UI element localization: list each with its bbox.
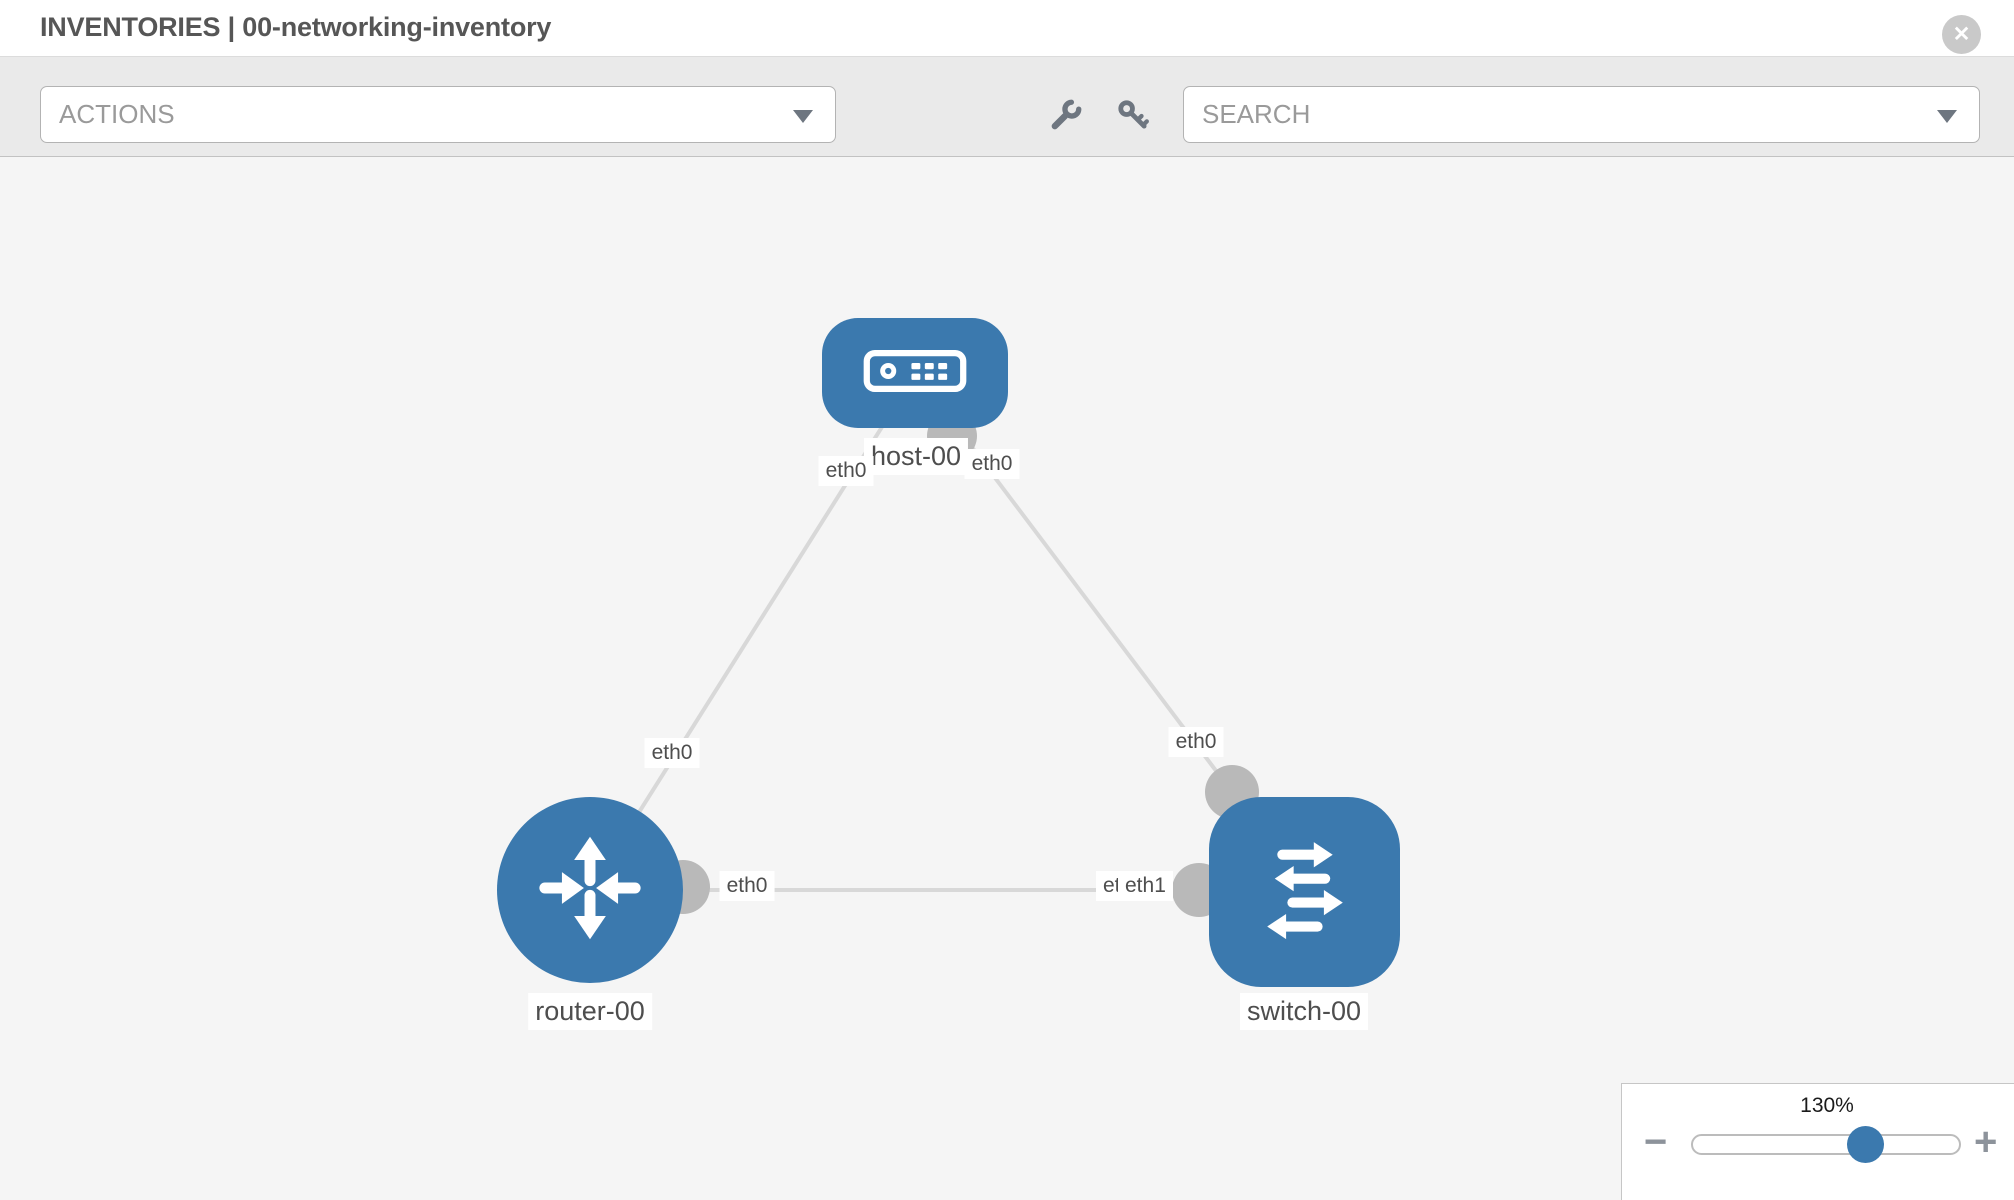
port-label-router-eth0-top: eth0 (644, 738, 700, 768)
toolbar: ACTIONS (0, 57, 2014, 157)
key-icon (1116, 100, 1150, 135)
actions-dropdown[interactable]: ACTIONS (40, 86, 836, 143)
chevron-down-icon (1937, 110, 1957, 123)
chevron-down-icon (793, 110, 813, 123)
configure-tools-button[interactable] (1049, 98, 1083, 132)
node-label-router: router-00 (528, 993, 652, 1030)
wrench-icon (1049, 99, 1083, 135)
port-label-host-eth0-left: eth0 (818, 456, 874, 486)
topology-canvas[interactable]: host-00 router-00 switch-00 eth0 eth0 et… (0, 157, 2014, 1200)
zoom-percent-value: 130% (1800, 1094, 1854, 1117)
page-title: INVENTORIES | 00-networking-inventory (40, 12, 552, 42)
search-placeholder: SEARCH (1202, 99, 1311, 129)
close-button[interactable]: ✕ (1942, 15, 1981, 54)
node-label-host: host-00 (863, 438, 969, 475)
port-label-switch-eth0-top: eth0 (1168, 727, 1224, 757)
plus-icon: + (1974, 1120, 1998, 1164)
node-router-00[interactable] (497, 797, 683, 983)
zoom-slider-track[interactable] (1691, 1134, 1961, 1155)
port-label-switch-eth1-left: eth1 (1118, 871, 1173, 901)
header: INVENTORIES | 00-networking-inventory ✕ (0, 0, 2014, 57)
node-host-00[interactable] (822, 318, 1008, 428)
credentials-button[interactable] (1116, 98, 1150, 132)
actions-dropdown-label: ACTIONS (59, 99, 175, 129)
router-device-icon (529, 827, 651, 954)
zoom-in-button[interactable]: + (1974, 1122, 1997, 1162)
node-switch-00[interactable] (1209, 797, 1400, 987)
zoom-control-panel: 130% − + (1621, 1083, 2014, 1200)
zoom-out-button[interactable]: − (1644, 1122, 1667, 1162)
node-label-switch: switch-00 (1239, 993, 1369, 1030)
port-label-router-eth0-right: eth0 (719, 871, 775, 901)
minus-icon: − (1644, 1120, 1668, 1164)
port-label-host-eth0-right: eth0 (964, 449, 1020, 479)
search-dropdown[interactable]: SEARCH (1183, 86, 1980, 143)
close-icon: ✕ (1952, 23, 1971, 46)
host-device-icon (861, 346, 969, 401)
switch-device-icon (1242, 827, 1368, 958)
zoom-slider-thumb[interactable] (1847, 1126, 1884, 1163)
links-layer (588, 371, 1259, 917)
